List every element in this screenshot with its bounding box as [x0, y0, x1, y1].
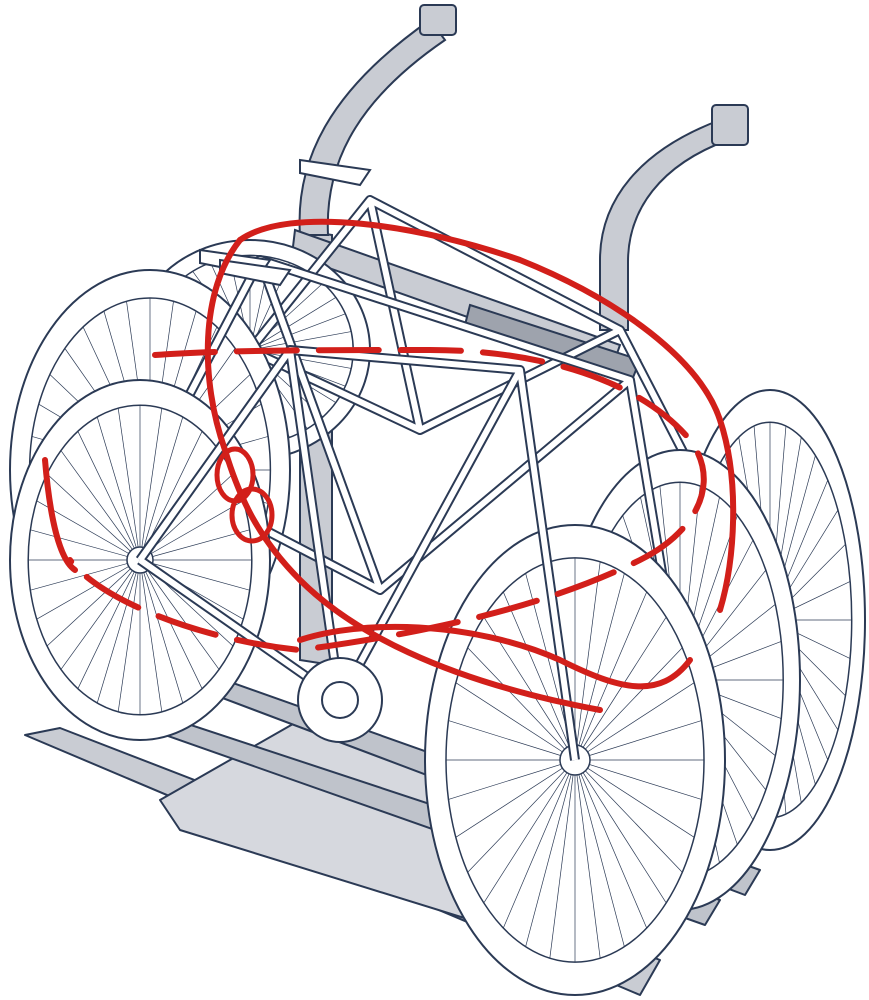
spoke [574, 573, 625, 761]
spoke [574, 720, 702, 761]
cable-loop-lower [42, 457, 693, 690]
mount-bracket [711, 104, 749, 146]
spoke [46, 559, 141, 647]
spoke [249, 297, 336, 351]
spoke [448, 759, 576, 800]
spoke [574, 591, 647, 761]
spoke [139, 559, 220, 670]
bikes [9, 158, 866, 996]
spoke [455, 759, 576, 838]
spoke [549, 759, 576, 959]
spoke [503, 591, 576, 761]
spoke [574, 561, 601, 761]
spoke [77, 559, 141, 689]
lock-shackle [229, 486, 275, 544]
saddle [299, 158, 372, 187]
spoke [139, 559, 184, 704]
crank-hub [321, 681, 359, 719]
spoke [467, 759, 576, 873]
spoke [574, 759, 647, 929]
spoke [139, 416, 184, 561]
spoke [30, 529, 141, 561]
cable-loop-middle [67, 346, 707, 654]
spoke [139, 559, 250, 591]
cable-loop-left [204, 237, 603, 713]
mount-bracket [419, 4, 457, 36]
spoke [139, 500, 244, 561]
spoke [139, 559, 163, 712]
spoke [36, 559, 141, 620]
spoke [117, 408, 141, 561]
cable-loop-upper [237, 218, 737, 613]
spoke [525, 759, 576, 947]
cable-lock [42, 218, 737, 713]
spoke [77, 431, 141, 561]
spoke [455, 682, 576, 761]
spoke [574, 647, 683, 761]
spoke [60, 450, 141, 561]
spoke [117, 559, 141, 712]
spoke [574, 759, 695, 838]
spoke [139, 529, 250, 561]
spoke [574, 759, 601, 959]
spoke [467, 647, 576, 761]
spoke [139, 559, 203, 689]
spoke [249, 331, 352, 351]
spoke [448, 720, 576, 761]
spoke [60, 559, 141, 670]
spoke [574, 759, 683, 873]
spoke [46, 473, 141, 561]
spoke [249, 313, 346, 351]
spoke [96, 416, 141, 561]
rack-arm-right [599, 118, 730, 331]
spoke [574, 682, 695, 761]
spoke [139, 408, 163, 561]
spoke [96, 559, 141, 704]
spoke [503, 759, 576, 929]
spoke [574, 759, 667, 904]
spoke [574, 759, 702, 800]
spoke [574, 616, 667, 761]
spoke [574, 759, 625, 947]
spoke [483, 759, 576, 904]
